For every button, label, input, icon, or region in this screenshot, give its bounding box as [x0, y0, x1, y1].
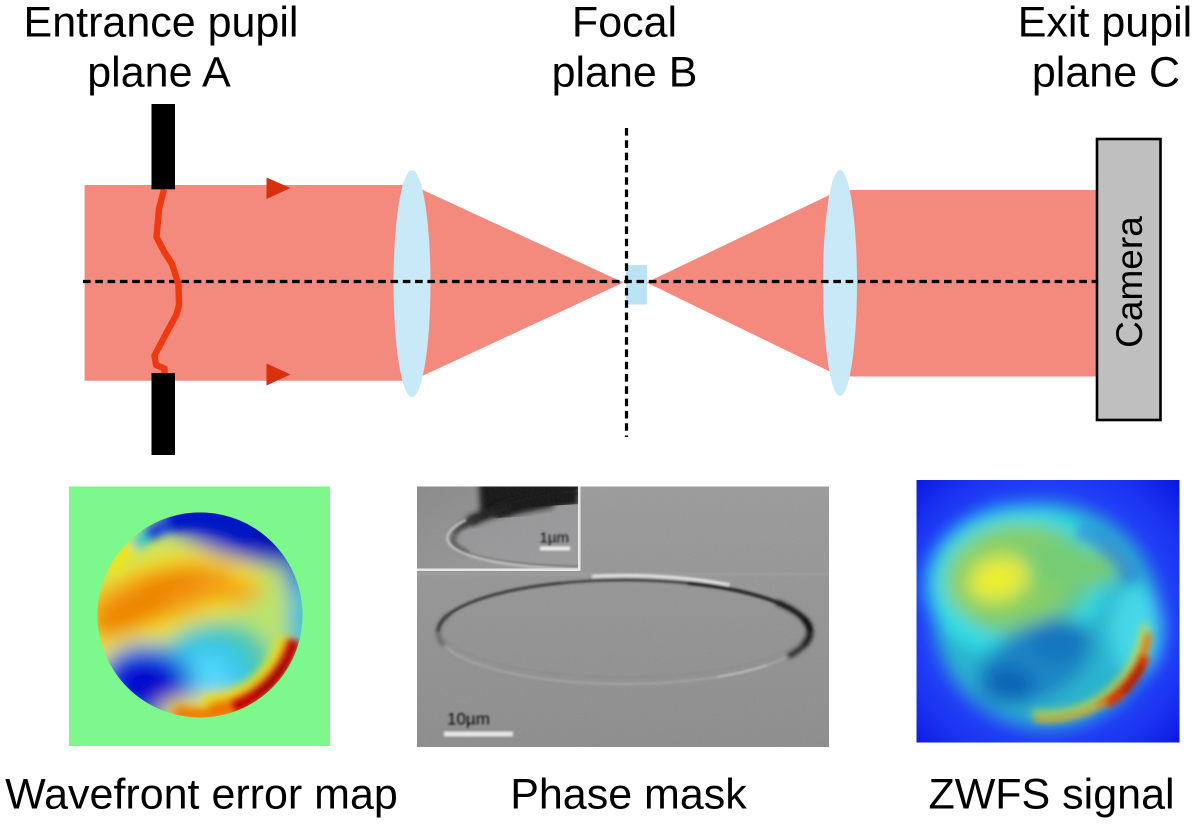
- svg-text:Camera: Camera: [1109, 216, 1150, 348]
- svg-text:Entrance pupil: Entrance pupil: [24, 0, 299, 47]
- svg-text:Wavefront error map: Wavefront error map: [5, 771, 398, 819]
- svg-text:plane B: plane B: [552, 49, 698, 97]
- svg-text:Phase mask: Phase mask: [510, 771, 747, 819]
- svg-text:plane C: plane C: [1032, 49, 1180, 97]
- svg-text:plane A: plane A: [87, 49, 231, 97]
- svg-text:Exit pupil: Exit pupil: [1018, 0, 1192, 47]
- svg-text:Focal: Focal: [572, 0, 677, 47]
- svg-text:ZWFS signal: ZWFS signal: [928, 771, 1174, 819]
